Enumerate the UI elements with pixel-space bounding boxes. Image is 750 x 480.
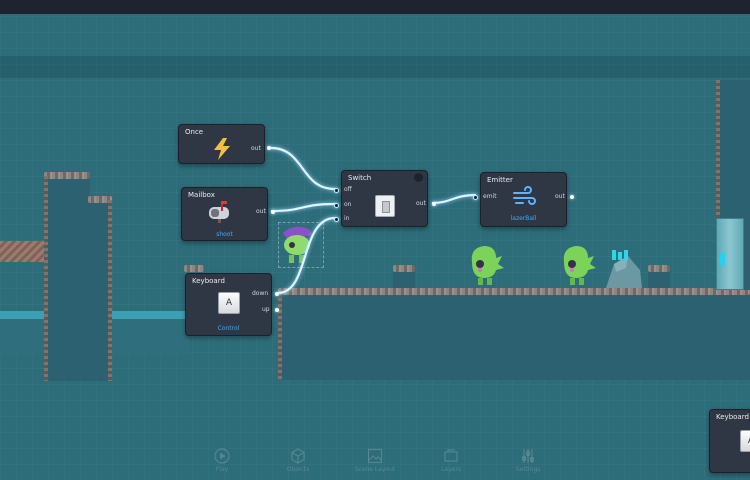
output-port[interactable] — [267, 146, 271, 150]
once-node[interactable]: Once out — [178, 124, 271, 164]
small-block-rim — [184, 265, 204, 272]
port-label: up — [262, 306, 270, 313]
toolbar-label: Objects — [286, 466, 310, 473]
pillar-edge — [44, 176, 48, 381]
small-block-rim — [393, 265, 415, 272]
output-port[interactable] — [432, 202, 436, 206]
emitter-projectile-label: lazerBall — [510, 215, 537, 222]
wind-icon — [513, 186, 536, 205]
striped-ledge — [0, 241, 44, 262]
port-label: out — [555, 193, 565, 200]
node-title: Keyboard — [192, 277, 225, 285]
key-a-cap: A — [218, 292, 240, 314]
right-wall-edge — [716, 80, 720, 290]
small-block — [648, 268, 670, 288]
key-a-cap: A — [740, 430, 750, 452]
output-port[interactable] — [570, 195, 574, 199]
port-label: on — [344, 201, 352, 208]
port-label: out — [251, 145, 261, 152]
play-icon — [214, 448, 230, 464]
port-label: out — [416, 200, 426, 207]
image-icon — [367, 448, 383, 464]
floor-edge — [278, 292, 282, 380]
node-title: Keyboard — [716, 413, 749, 421]
small-block-rim — [648, 265, 670, 272]
keyboard-node-2[interactable]: Keyboard A — [709, 409, 750, 473]
toolbar-play[interactable]: Play — [197, 448, 247, 473]
node-title: Switch — [348, 174, 372, 182]
input-port[interactable] — [473, 195, 478, 200]
step-edge — [108, 200, 112, 381]
toolbar-scene[interactable]: Scene Layout — [350, 448, 400, 473]
toolbar-label: Settings — [515, 466, 541, 473]
sliders-icon — [521, 449, 535, 463]
port-label: emit — [483, 193, 497, 200]
keyboard-node[interactable]: Keyboard A Control down up — [185, 273, 279, 336]
light-switch-icon — [375, 195, 395, 217]
output-port[interactable] — [271, 210, 275, 214]
port-label: out — [256, 208, 266, 215]
lightning-icon — [214, 138, 230, 160]
crystal-rock-icon — [606, 250, 642, 288]
wire-mailbox-to-switch-on — [270, 202, 337, 213]
player-character-icon — [283, 226, 313, 263]
emitter-node[interactable]: Emitter emit lazerBall out — [473, 172, 574, 227]
floor-terrain — [278, 292, 750, 380]
floor-rim — [278, 288, 750, 295]
port-label: down — [252, 290, 269, 297]
cube-icon — [291, 448, 305, 464]
toolbar-label: Scene Layout — [354, 466, 396, 473]
node-title: Mailbox — [188, 191, 215, 199]
node-title: Once — [185, 128, 204, 136]
mailbox-node[interactable]: Mailbox shoot out — [181, 187, 275, 241]
green-monster-icon — [471, 246, 504, 285]
top-bar — [0, 0, 750, 14]
crystal-rock — [604, 250, 644, 288]
wire-once-to-switch-off — [269, 146, 337, 191]
input-port[interactable] — [334, 188, 339, 193]
step-rim — [88, 196, 112, 203]
background-band — [0, 56, 750, 78]
monster-sprite — [558, 244, 598, 286]
node-title: Emitter — [487, 176, 513, 184]
door-light — [720, 252, 725, 266]
mailbox-message-label: shoot — [216, 231, 233, 238]
output-port[interactable] — [275, 292, 279, 296]
port-label: off — [344, 186, 352, 193]
port-label: in — [344, 215, 350, 222]
toolbar-settings[interactable]: Settings — [503, 448, 553, 473]
input-port[interactable] — [334, 217, 339, 222]
switch-state-indicator — [414, 173, 423, 182]
pillar-terrain — [44, 176, 90, 381]
layers-icon — [444, 449, 458, 462]
mailbox-icon — [209, 201, 229, 223]
door — [716, 218, 744, 290]
output-port[interactable] — [275, 308, 279, 312]
keyboard-binding-label: Control — [217, 325, 240, 332]
toolbar-label: Layers — [441, 466, 461, 473]
player-sprite[interactable] — [278, 222, 324, 268]
toolbar-layers[interactable]: Layers — [426, 448, 476, 473]
wire-switch-to-emitter — [431, 193, 477, 205]
pillar-rim — [44, 172, 90, 179]
input-port[interactable] — [334, 203, 339, 208]
green-monster-icon — [563, 246, 596, 285]
small-block — [393, 268, 415, 288]
toolbar-label: Play — [215, 466, 229, 473]
switch-node[interactable]: Switch off on in out — [334, 170, 436, 227]
toolbar-objects[interactable]: Objects — [273, 448, 323, 473]
monster-sprite — [466, 244, 506, 286]
